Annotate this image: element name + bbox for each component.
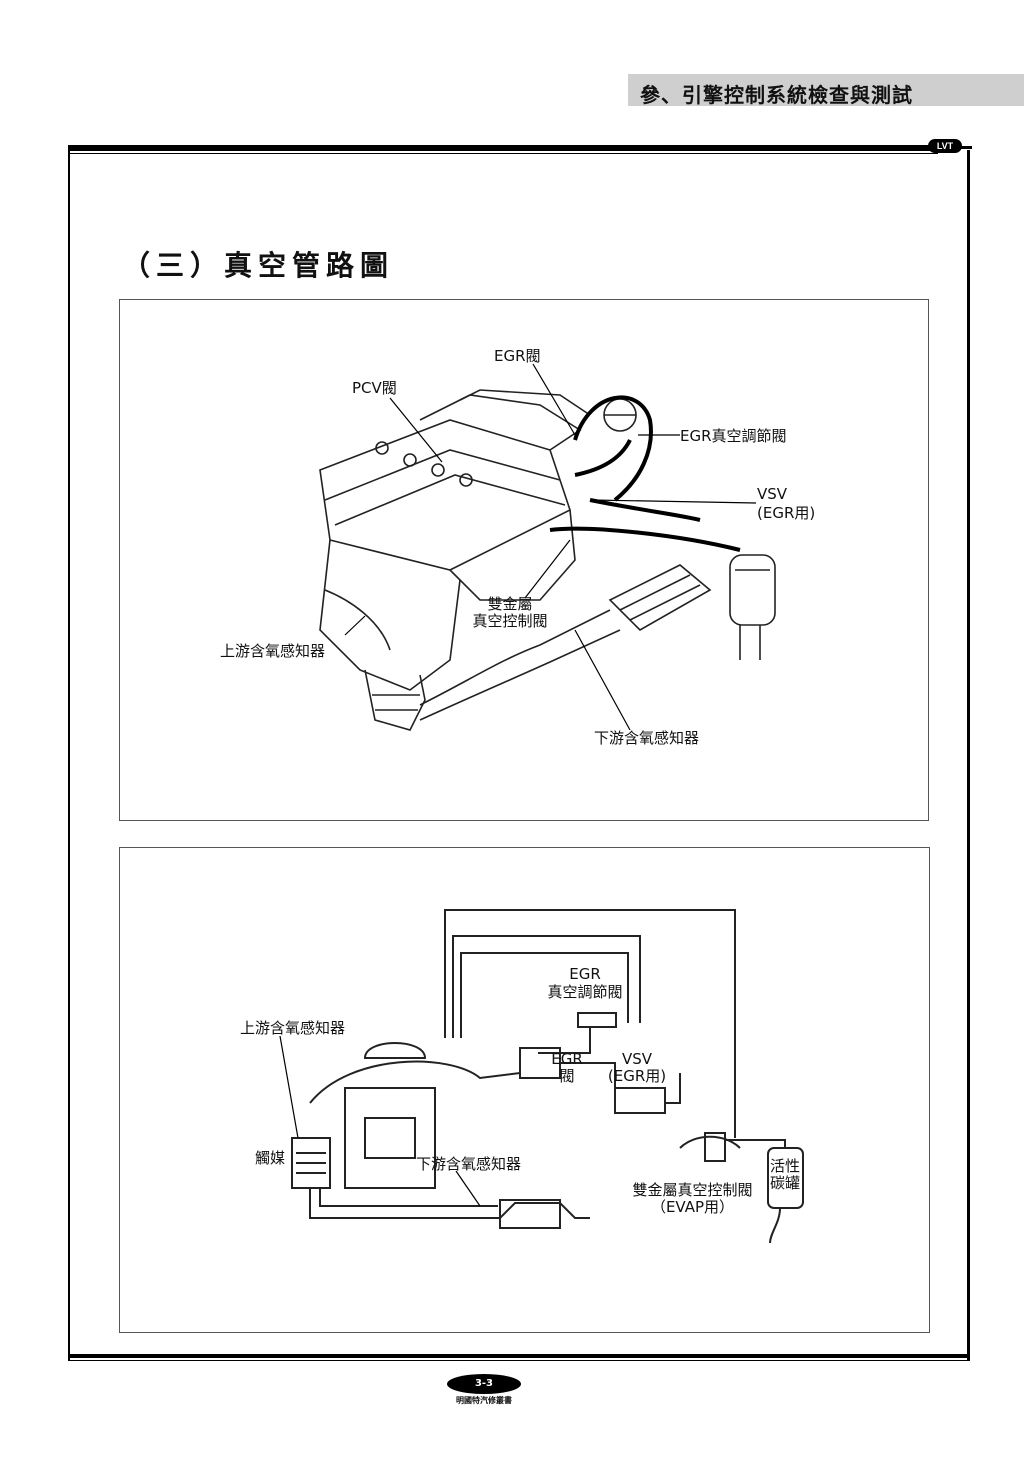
- fig1-egr-valve-label: EGR閥: [494, 347, 541, 365]
- fig1-pcv-valve-label: PCV閥: [352, 379, 397, 397]
- top-rule: [68, 145, 938, 151]
- publisher-logo: LVT: [928, 139, 962, 153]
- fig2-bimetal-label-2: （EVAP用）: [650, 1198, 735, 1216]
- fig1-vsv-label: VSV: [757, 485, 788, 503]
- fig2-vsv-label-1: VSV: [621, 1050, 653, 1068]
- page-number: 3-3: [447, 1374, 521, 1394]
- engine-illustration: [319, 363, 776, 731]
- publisher-mark: 明國特汽修叢書: [456, 1396, 512, 1405]
- fig2-upstream-o2-label: 上游含氧感知器: [240, 1019, 346, 1037]
- schematic-illustration: [279, 909, 804, 1244]
- top-rule-thin: [68, 153, 938, 154]
- fig2-egr-valve-label-1: EGR: [551, 1050, 583, 1068]
- fig2-canister-label-1: 活性: [769, 1157, 800, 1175]
- section-heading: （三）真空管路圖: [122, 249, 395, 282]
- frame-left: [68, 150, 70, 1360]
- fig2-canister-label-2: 碳罐: [769, 1174, 800, 1192]
- bottom-rule-thin: [68, 1360, 970, 1361]
- engine-vacuum-diagram: EGR閥 PCV閥 EGR真空調節閥 VSV (EGR用) 雙金屬 真空控制閥 …: [119, 299, 929, 821]
- frame-right: [967, 150, 970, 1360]
- fig2-vsv-label-2: (EGR用): [607, 1067, 667, 1085]
- logo-tail: [958, 146, 972, 149]
- chapter-tab: [628, 74, 1024, 106]
- fig1-vsv-sub-label: (EGR用): [757, 504, 816, 522]
- fig1-bimetal-label-1: 雙金屬: [487, 595, 533, 613]
- chapter-title: 參、引擎控制系統檢查與測試: [640, 83, 913, 107]
- fig2-downstream-o2-label: 下游含氧感知器: [416, 1155, 522, 1173]
- bottom-rule: [68, 1354, 970, 1358]
- fig1-egr-modulator-label: EGR真空調節閥: [680, 427, 787, 445]
- vacuum-schematic-diagram: EGR 真空調節閥 上游含氧感知器 EGR 閥 VSV (EGR用) 觸媒 下游…: [119, 847, 930, 1333]
- fig2-bimetal-label-1: 雙金屬真空控制閥: [632, 1181, 753, 1199]
- fig1-upstream-o2-label: 上游含氧感知器: [220, 642, 326, 660]
- fig2-egr-modulator-label-1: EGR: [569, 965, 601, 983]
- fig2-egr-modulator-label-2: 真空調節閥: [547, 983, 623, 1001]
- fig1-bimetal-label-2: 真空控制閥: [472, 612, 548, 630]
- fig1-downstream-o2-label: 下游含氧感知器: [594, 729, 700, 747]
- fig2-egr-valve-label-2: 閥: [559, 1067, 575, 1085]
- fig2-catalyst-label: 觸媒: [255, 1149, 286, 1167]
